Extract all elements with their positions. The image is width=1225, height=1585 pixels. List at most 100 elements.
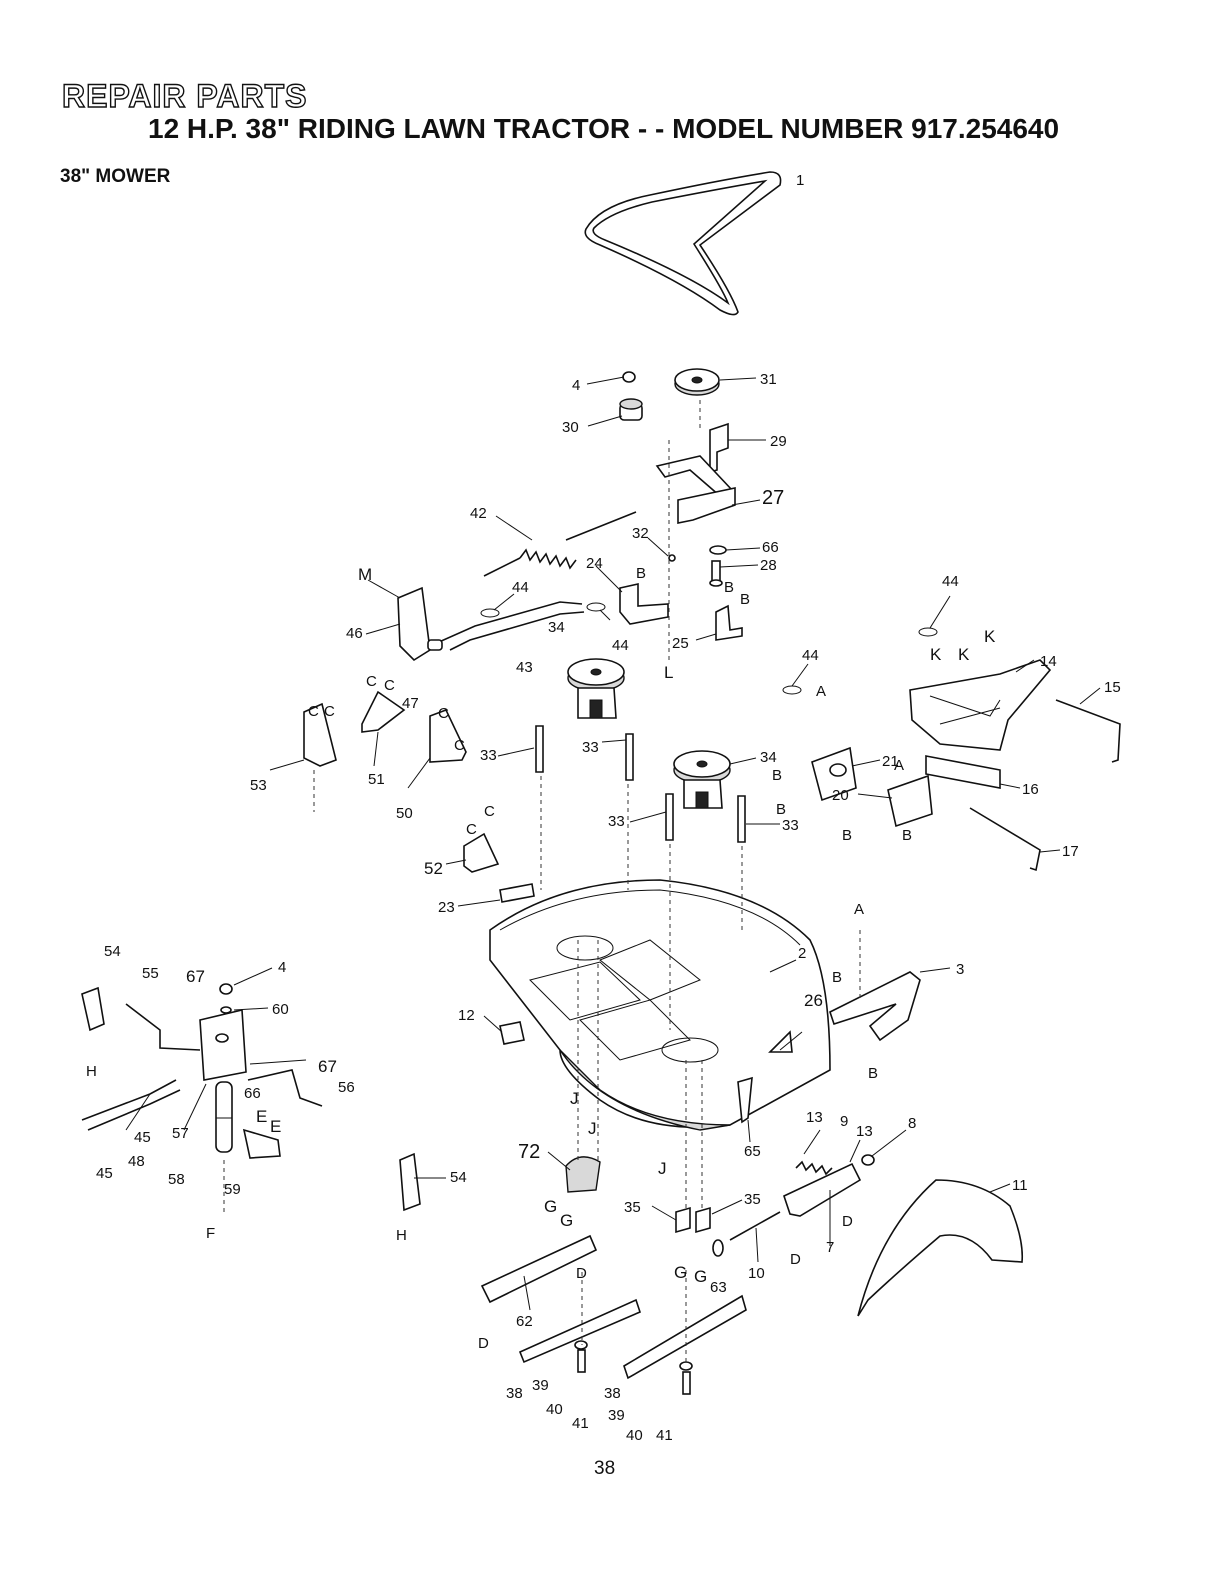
callout-label: 38 (604, 1385, 621, 1402)
callout-label: 31 (760, 371, 777, 388)
callout-label: L (664, 663, 673, 682)
blade-bolt-41-left (574, 1340, 588, 1373)
callout-label: 63 (710, 1279, 727, 1296)
shaft-33-a (535, 725, 544, 773)
callout-label: B (776, 801, 786, 818)
callout-label: 44 (512, 579, 529, 596)
bracket-54-upper (81, 986, 105, 1032)
callout-label: B (636, 565, 646, 582)
callout-label: 8 (908, 1115, 916, 1132)
callout-label: 67 (318, 1057, 337, 1076)
callout-label: F (206, 1225, 215, 1242)
mower-belt (584, 171, 782, 316)
rod-15 (1055, 699, 1121, 763)
callout-label: 20 (832, 787, 849, 804)
callout-label: 51 (368, 771, 385, 788)
shaft-33-b (625, 733, 634, 781)
nut-8 (861, 1154, 875, 1166)
assembly-title: 38" MOWER (60, 166, 171, 187)
callout-label: 38 (506, 1385, 523, 1402)
callout-label: 33 (480, 747, 497, 764)
callout-label: 65 (744, 1143, 761, 1160)
callout-label: J (588, 1119, 597, 1138)
callout-label: 52 (424, 859, 443, 878)
lift-rod-55 (125, 1003, 201, 1051)
callout-label: 39 (608, 1407, 625, 1424)
callout-label: G (694, 1267, 707, 1286)
callout-label: 34 (548, 619, 565, 636)
hanger-bracket-50 (429, 708, 467, 763)
washer-63 (712, 1239, 724, 1257)
callout-label: 11 (1012, 1177, 1028, 1194)
plate-16 (925, 755, 1001, 789)
callout-label: 23 (438, 899, 455, 916)
callout-label: B (772, 767, 782, 784)
bracket-20 (887, 774, 933, 828)
callout-label: A (854, 901, 864, 918)
hanger-bracket-53 (303, 702, 337, 767)
callout-label: 45 (134, 1129, 151, 1146)
callout-label: 44 (942, 573, 959, 590)
callout-label: J (658, 1159, 667, 1178)
idler-pulley-31 (674, 368, 720, 396)
callout-label: 53 (250, 777, 267, 794)
callout-label: K (958, 645, 970, 664)
bracket-25 (715, 604, 743, 641)
mower-deck-2 (489, 879, 831, 1131)
callout-label: C (384, 677, 395, 694)
callout-label: 40 (626, 1427, 643, 1444)
callout-label: E (270, 1117, 281, 1136)
hairpin-44-d (782, 685, 802, 695)
callout-label: 35 (624, 1199, 641, 1216)
callout-label: C (366, 673, 377, 690)
callout-label: 12 (458, 1007, 475, 1024)
blade-38-right (623, 1294, 747, 1380)
blade-adapter-35-b (695, 1206, 711, 1234)
lift-bracket-57 (199, 1009, 247, 1081)
spring-42 (483, 511, 637, 577)
blade-adapter-72 (565, 1156, 601, 1193)
callout-label: 35 (744, 1191, 761, 1208)
hairpin-44-a (480, 608, 500, 618)
callout-label: 66 (244, 1085, 261, 1102)
part-drawings (81, 171, 1121, 1395)
plate-21 (811, 746, 857, 802)
spring-9 (795, 1160, 833, 1176)
callout-label: D (576, 1265, 587, 1282)
blade-bolt-41-right (679, 1361, 693, 1395)
callout-label: 29 (770, 433, 787, 450)
callout-label: B (832, 969, 842, 986)
callout-label: 41 (572, 1415, 589, 1432)
callout-label: 67 (186, 967, 205, 986)
callout-label: 21 (882, 753, 899, 770)
spindle-34-right (673, 750, 731, 809)
callout-label: D (478, 1335, 489, 1352)
page-section-title: REPAIR PARTS (61, 77, 308, 114)
callout-label: 3 (956, 961, 964, 978)
callout-label: 33 (582, 739, 599, 756)
blade-38-left (518, 1298, 641, 1364)
callout-label: G (560, 1211, 573, 1230)
callout-label: 56 (338, 1079, 355, 1096)
callout-label: C (308, 703, 319, 720)
callout-label: K (930, 645, 942, 664)
callout-label: C (484, 803, 495, 820)
idler-spacer-30 (619, 398, 643, 421)
callout-label: A (816, 683, 826, 700)
callout-label: 57 (172, 1125, 189, 1142)
callout-label: H (86, 1063, 97, 1080)
callout-label: 45 (96, 1165, 113, 1182)
bracket-24 (619, 583, 669, 625)
callout-label: G (674, 1263, 687, 1282)
bracket-7 (783, 1162, 862, 1217)
bracket-65 (737, 1076, 753, 1124)
callout-label: 1 (796, 172, 804, 189)
callout-label: 14 (1040, 653, 1057, 670)
hairpin-44-b (586, 602, 606, 612)
callout-label: D (842, 1213, 853, 1230)
callout-label: 4 (278, 959, 286, 976)
decal-12 (499, 1021, 525, 1045)
callout-label: C (454, 737, 465, 754)
callout-label: 55 (142, 965, 159, 982)
